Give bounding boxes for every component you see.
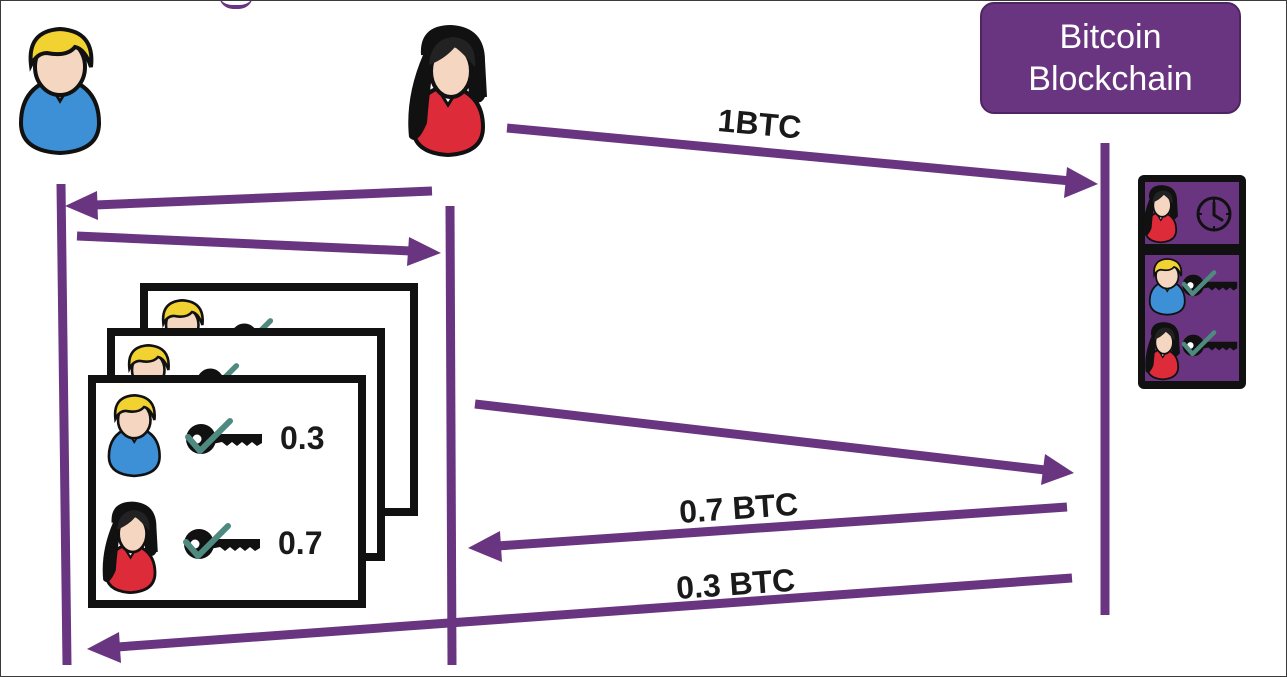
cropped-title-fragment [219,1,253,9]
label-payout-middle: 0.7 BTC [678,486,799,530]
blond-person-icon [19,27,101,155]
blockchain-title-line1: Bitcoin [1059,18,1162,56]
card-amount-blond: 0.3 [280,420,324,456]
bitcoin-blockchain-box: Bitcoin Blockchain [980,2,1241,114]
dark-hair-person-icon [406,25,487,157]
blockchain-ledger [1138,175,1246,389]
card-stack: 0.3 0.7 [88,283,418,608]
card-amount-dark: 0.7 [278,525,322,561]
lifeline-middle [445,205,457,666]
lifeline-left [56,183,72,666]
card-row-blond-person-icon [107,393,161,478]
card-front: 0.3 0.7 [88,375,366,608]
arrow-submit-transaction [474,399,1074,485]
arrow-payout-left [87,573,1073,663]
blockchain-title-line2: Blockchain [1028,60,1193,98]
arrow-middle-to-left [65,186,433,220]
arrow-left-to-middle [76,231,441,266]
label-payout-left: 0.3 BTC [675,562,796,606]
arrow-deposit [506,123,1098,198]
arrow-payout-middle [468,502,1068,562]
ledger-blond-person-icon [1148,257,1186,316]
label-deposit: 1BTC [716,102,802,145]
